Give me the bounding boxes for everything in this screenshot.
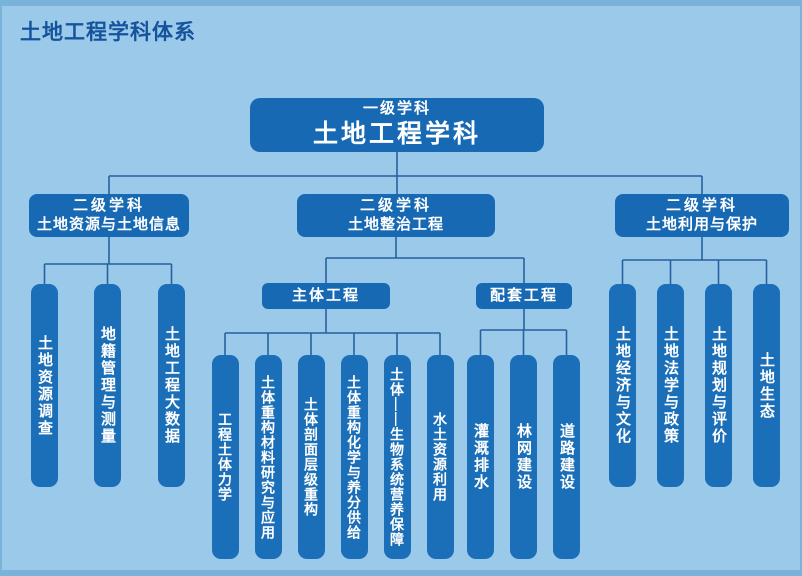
leaf-soil-mechanics: 工程土体力学	[211, 355, 239, 559]
node-main-engineering: 主体工程	[262, 283, 390, 309]
leaf-road-construction: 道路建设	[553, 355, 580, 559]
page-title: 土地工程学科体系	[20, 21, 196, 44]
leaf-forest-network: 林网建设	[510, 355, 537, 559]
level2-label: 土地整治工程	[347, 215, 444, 233]
leaf-soil-bio-nutrition: 土体——生物系统营养保障	[383, 355, 411, 559]
node-level2-consolidation: 二级学科 土地整治工程	[297, 194, 495, 237]
node-level1-land-engineering: 一级学科 土地工程学科	[250, 98, 544, 152]
wire-center-to-level3	[325, 237, 525, 283]
wire-level1-to-level2	[108, 152, 703, 194]
level1-tag: 一级学科	[362, 100, 431, 117]
leaf-land-law-policy: 土地法学与政策	[657, 284, 684, 487]
node-level2-use-protection: 二级学科 土地利用与保护	[615, 194, 789, 237]
wire-supporting-engineering	[479, 309, 568, 355]
leaf-soil-profile-reconstruction: 土体剖面层级重构	[297, 355, 325, 559]
level2-label: 土地利用与保护	[645, 215, 758, 233]
node-level2-resource-info: 二级学科 土地资源与土地信息	[29, 194, 189, 237]
leaf-irrigation-drainage: 灌溉排水	[467, 355, 494, 559]
leaf-land-planning-evaluation: 土地规划与评价	[705, 284, 732, 487]
leaf-land-big-data: 土地工程大数据	[158, 284, 185, 487]
level2-label: 土地资源与土地信息	[36, 215, 181, 233]
leaf-water-soil-resource-use: 水土资源利用	[426, 355, 454, 559]
level2-tag: 二级学科	[665, 196, 738, 214]
node-supporting-engineering: 配套工程	[476, 283, 572, 309]
leaf-cadastre-surveying: 地籍管理与测量	[94, 284, 121, 487]
leaf-land-economy-culture: 土地经济与文化	[609, 284, 636, 487]
level2-tag: 二级学科	[359, 196, 432, 214]
wire-left-branch	[43, 237, 173, 284]
leaf-soil-chemistry-nutrients: 土体重构化学与养分供给	[340, 355, 368, 559]
leaf-land-ecology: 土地生态	[753, 284, 780, 487]
leaf-soil-reconstruction-materials: 土体重构材料研究与应用	[254, 355, 282, 559]
leaf-land-resource-survey: 土地资源调查	[31, 284, 58, 487]
wire-main-engineering	[224, 309, 441, 355]
wire-right-branch	[621, 237, 768, 284]
level1-label: 土地工程学科	[312, 119, 481, 148]
level2-tag: 二级学科	[72, 196, 145, 214]
